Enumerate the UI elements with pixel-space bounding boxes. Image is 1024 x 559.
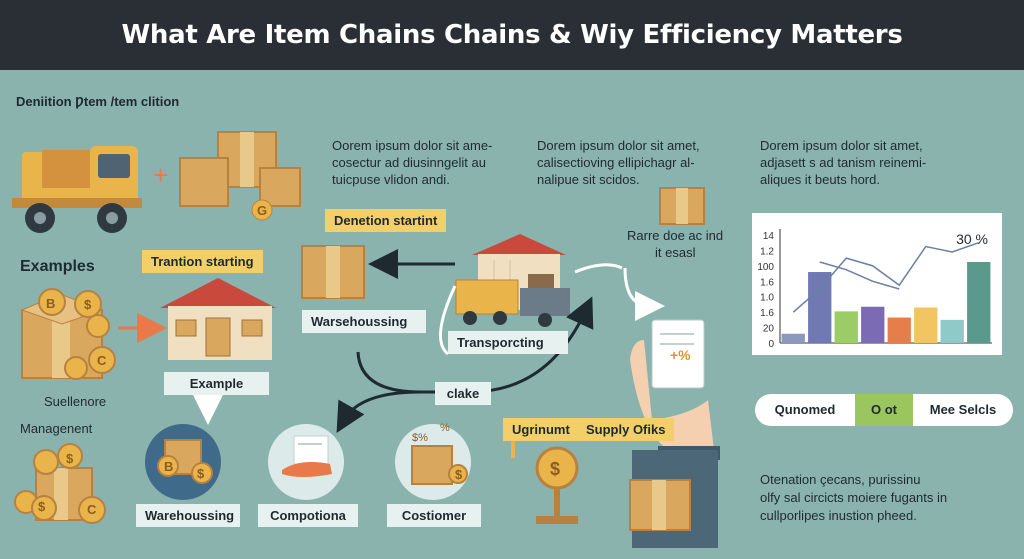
column-1-line-1: Oorem ipsum dolor sit ame- <box>332 138 493 153</box>
y-tick-label: 1.0 <box>760 293 774 304</box>
down-curve-arrow <box>336 390 421 434</box>
line-series <box>819 261 900 290</box>
column-3-line-3: aliques it beuts hord. <box>760 172 880 187</box>
warehouse-box-icon <box>301 245 365 299</box>
footer-line-3: cullporlipes inustion pheed. <box>760 508 917 523</box>
status-pill: Qunomed O ot Mee Selcls <box>755 394 1013 426</box>
chart-annotation: 30 % <box>956 231 988 247</box>
example-label: Example <box>164 372 269 395</box>
pill-middle: O ot <box>855 394 913 426</box>
y-tick-label: 100 <box>757 262 774 273</box>
boxes-cluster-icon <box>179 131 301 221</box>
y-tick-label: 20 <box>763 324 775 335</box>
bar <box>808 272 832 343</box>
coin-c-mgmt-icon: C <box>87 502 97 517</box>
rare-note-line-1: Rarre doe ac ind <box>627 228 724 243</box>
coin-s-mgmt2-icon: $ <box>38 499 46 514</box>
compotiona-label: Compotiona <box>258 504 358 527</box>
coins-box-icon <box>157 439 213 484</box>
column-1-line-3: tuicpuse vlidon andi. <box>332 172 450 187</box>
house-icon <box>160 278 276 360</box>
plus-icon: + <box>153 160 168 190</box>
footer-line-1: Otenation çecans, purissinu <box>760 472 921 487</box>
white-curve-arrow-top <box>574 263 623 274</box>
percent-b-icon: % <box>440 422 450 434</box>
bar <box>914 307 938 343</box>
column-1-line-2: cosectur ad diusinngelit au <box>332 155 486 170</box>
sullenore-label: Suellenore <box>44 394 107 409</box>
y-tick-label: 1.2 <box>760 246 774 257</box>
column-2-line-3: nalipue sit scidos. <box>537 172 640 187</box>
percent-a-icon: $% <box>412 432 428 444</box>
coin-stand-icon: $ <box>535 446 579 524</box>
coin-b-bottom-icon: B <box>164 459 174 474</box>
chart-panel: 14 1.2 100 1.6 1.0 1.6 20 0 30 % <box>752 213 1002 355</box>
payment-document-icon <box>282 435 332 477</box>
svg-text:$: $ <box>550 459 560 479</box>
management-boxes-icon <box>14 443 106 524</box>
bar <box>967 262 991 343</box>
transition-label: Trantion starting <box>142 250 263 273</box>
column-2-line-1: Dorem ipsum dolor sit amet, <box>537 138 700 153</box>
boxes-panel-icon <box>629 450 718 548</box>
rare-note-line-2: it esasl <box>655 245 696 260</box>
footer-line-2: olfy sal circicts moiere fugants in <box>760 490 948 505</box>
y-tick-label: 14 <box>763 231 775 242</box>
y-tick-label: 1.6 <box>760 308 774 319</box>
page-title: What Are Item Chains Chains & Wiy Effici… <box>121 20 903 50</box>
coin-c-icon: C <box>97 353 107 368</box>
warehousing-top-label: Warsehoussing <box>302 310 426 333</box>
bar <box>940 319 964 343</box>
coin-s-icon: $ <box>84 297 92 312</box>
ugrinunt-label: Ugrinumt <box>503 418 579 441</box>
bar <box>861 306 885 343</box>
management-label: Managenent <box>20 421 93 436</box>
box-chart-icon <box>411 445 468 485</box>
definition-heading: Deniition Ƿtem /tem clition <box>16 94 180 109</box>
column-2-line-2: calisectioving ellipichagr al- <box>537 155 695 170</box>
coin-s-bottom-icon: $ <box>197 466 205 481</box>
chake-label: clake <box>435 382 491 405</box>
supply-label: Supply Ofiks <box>577 418 675 441</box>
white-curve-arrow <box>623 267 665 321</box>
coin-b-icon: B <box>46 296 56 311</box>
warehouse-truck-icon <box>455 234 570 327</box>
pill-left: Qunomed <box>774 402 836 417</box>
y-tick-label: 0 <box>768 339 774 350</box>
warehousing-bottom-label: Warehoussing <box>136 504 240 527</box>
column-3-line-2: adjasett s ad tanism reinemi- <box>760 155 927 170</box>
y-tick-label: 1.6 <box>760 277 774 288</box>
svg-text:+%: +% <box>670 347 691 363</box>
bar <box>781 333 805 343</box>
delivery-truck-icon <box>12 146 142 233</box>
denetion-label: Denetion startint <box>325 209 447 232</box>
bar-chart: 14 1.2 100 1.6 1.0 1.6 20 0 30 % <box>757 229 992 350</box>
small-box-icon <box>659 187 705 225</box>
coin-g-icon: G <box>257 203 268 218</box>
bar <box>834 311 858 343</box>
header-bar: What Are Item Chains Chains & Wiy Effici… <box>0 0 1024 70</box>
line-series <box>792 242 979 313</box>
coin-s-customer-icon: $ <box>455 467 463 482</box>
column-3-line-1: Dorem ipsum dolor sit amet, <box>760 138 923 153</box>
bar <box>887 317 911 343</box>
pill-right: Mee Selcls <box>929 402 997 417</box>
coin-s-mgmt-icon: $ <box>66 451 74 466</box>
boxes-with-coins-icon <box>20 288 116 380</box>
illustration-layer: + <box>12 131 720 548</box>
transporting-label: Transporcting <box>448 331 568 354</box>
examples-heading: Examples <box>20 258 95 275</box>
costiomer-label: Costiomer <box>387 504 481 527</box>
white-curve-arrow-left <box>438 285 457 356</box>
